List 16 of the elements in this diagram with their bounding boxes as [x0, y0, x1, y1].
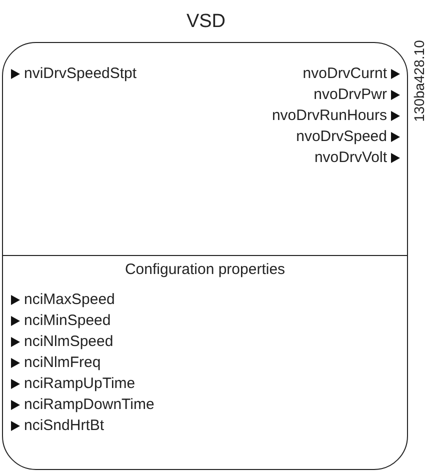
block-title: VSD — [185, 11, 227, 33]
variable-name: nciRampUpTime — [24, 374, 136, 394]
variable-name: nvoDrvRunHours — [272, 106, 387, 126]
variable-name: nvoDrvVolt — [314, 148, 387, 168]
variable-name: nciMaxSpeed — [24, 290, 115, 310]
variable-name: nciNlmSpeed — [24, 332, 114, 352]
variable-name: nciNlmFreq — [24, 353, 101, 373]
variable-name: nciRampDownTime — [24, 395, 154, 415]
variable-name: nvoDrvSpeed — [296, 127, 387, 147]
drawing-number: 130ba428.10 — [410, 40, 427, 122]
section-heading: Configuration properties — [124, 261, 286, 278]
variable-name: nvoDrvPwr — [314, 85, 387, 105]
variable-name: nvoDrvCurnt — [302, 64, 387, 84]
variable-name: nciMinSpeed — [24, 311, 111, 331]
variable-name: nciSndHrtBt — [24, 416, 104, 436]
variable-name: nviDrvSpeedStpt — [24, 64, 137, 84]
